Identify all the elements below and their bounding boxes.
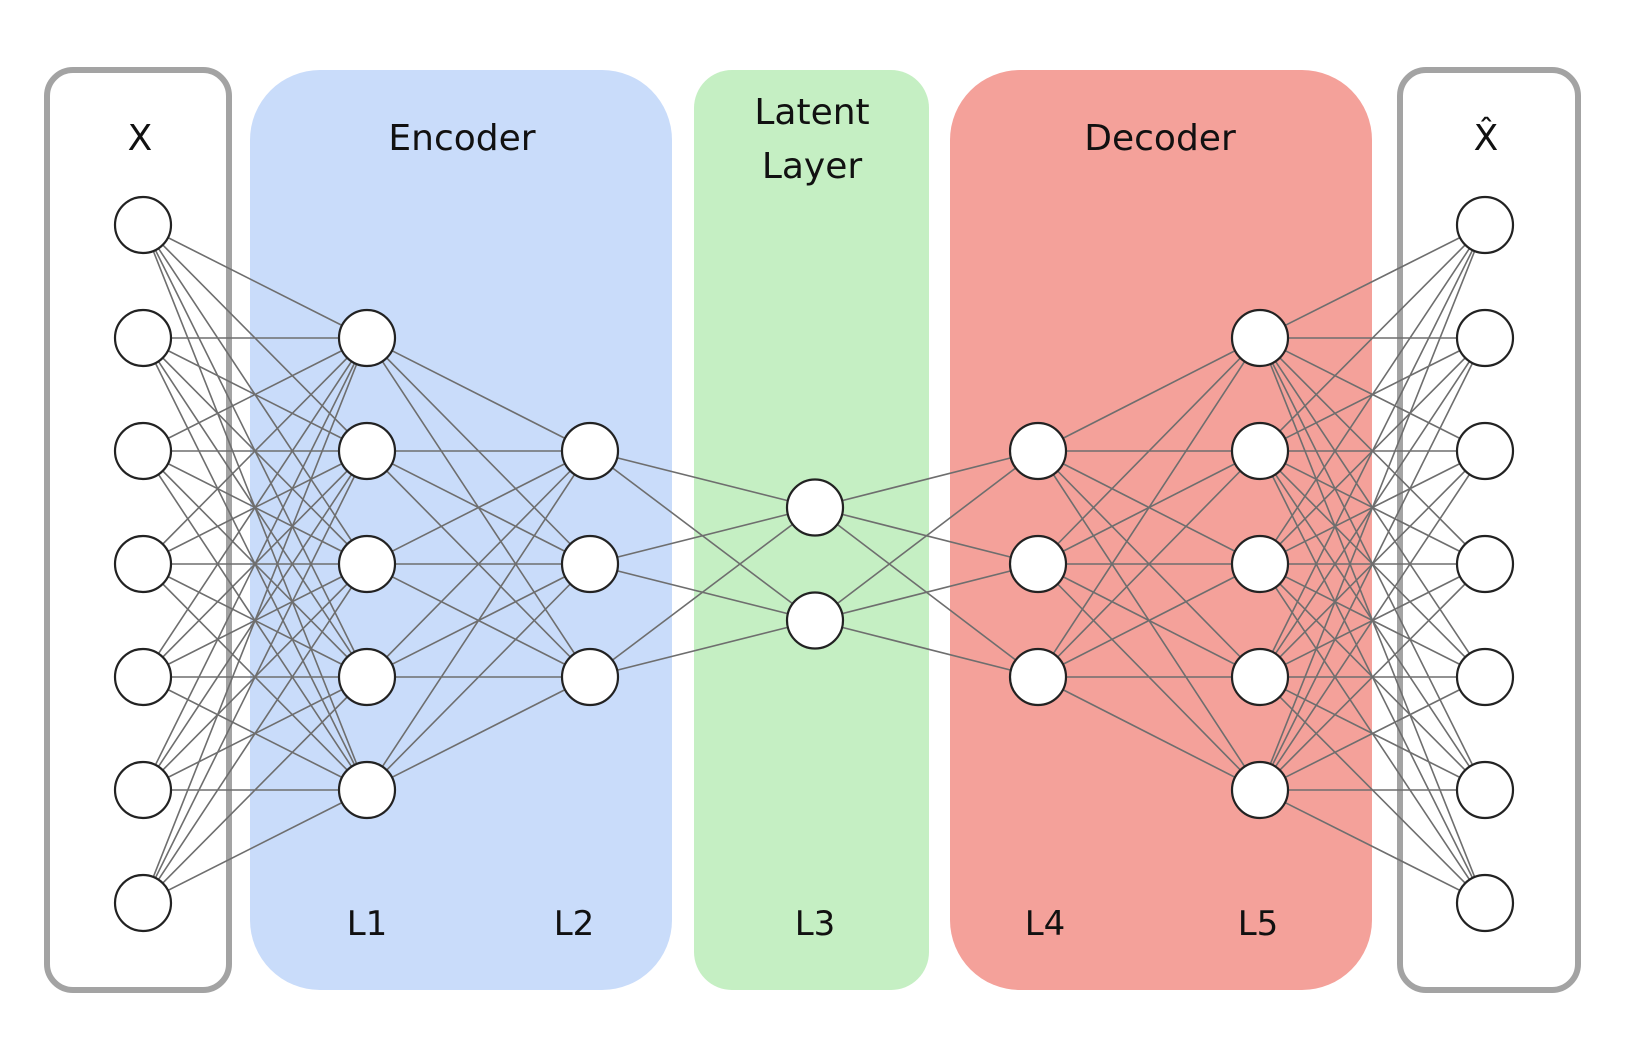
node-output-1: [1455, 195, 1515, 255]
input-label: X: [128, 118, 153, 159]
encoder-panel: [250, 70, 672, 990]
node-output-7: [1455, 873, 1515, 933]
node-L5-3: [1230, 534, 1290, 594]
edge-L1-2-L2-0: [366, 450, 591, 565]
layer-label-l2: L2: [554, 904, 595, 944]
node-L3-2: [785, 591, 845, 650]
node-input-4: [113, 534, 173, 594]
edge-input-6-L1-2: [142, 563, 368, 904]
edge-input-6-L1-1: [142, 450, 368, 904]
node-L2-2: [560, 534, 620, 594]
layer-label-l1: L1: [347, 904, 388, 944]
edge-input-6-L1-0: [142, 337, 368, 904]
node-L1-3: [337, 534, 397, 594]
edge-L4-0-L5-0: [1037, 337, 1261, 452]
decoder-panel: [950, 70, 1372, 990]
node-output-6: [1455, 760, 1515, 820]
edge-L5-4-output-6: [1259, 789, 1486, 904]
layer-label-l4: L4: [1025, 904, 1066, 944]
edge-L5-3-output-0: [1259, 224, 1486, 678]
edge-L4-1-L5-0: [1037, 337, 1261, 565]
edge-L4-2-L5-4: [1037, 676, 1261, 791]
node-L1-2: [337, 421, 397, 481]
layer-label-l3: L3: [795, 904, 836, 944]
output-panel: [1397, 67, 1581, 993]
edge-input-6-L1-3: [142, 676, 368, 904]
node-L5-5: [1230, 760, 1290, 820]
node-L5-4: [1230, 647, 1290, 707]
edge-input-5-L1-0: [142, 337, 368, 791]
node-input-2: [113, 308, 173, 368]
edge-L2-2-L3-1: [589, 619, 816, 678]
edge-L5-1-output-0: [1259, 224, 1486, 452]
edge-L4-2-L5-1: [1037, 450, 1261, 678]
edge-L5-0-output-0: [1259, 224, 1486, 339]
node-input-7: [113, 873, 173, 933]
node-L2-1: [560, 421, 620, 481]
edge-L5-4-output-0: [1259, 224, 1486, 791]
edge-L5-4-output-4: [1259, 676, 1486, 791]
node-L1-5: [337, 760, 397, 820]
node-L4-1: [1008, 421, 1068, 481]
edge-input-2-L1-0: [142, 337, 368, 452]
node-L1-1: [337, 308, 397, 368]
neurons: [113, 195, 1515, 933]
edge-L4-2-L5-2: [1037, 563, 1261, 678]
node-L2-3: [560, 647, 620, 707]
node-output-2: [1455, 308, 1515, 368]
edge-L2-2-L3-0: [589, 506, 816, 678]
edge-input-4-L1-0: [142, 337, 368, 678]
decoder-label: Decoder: [1084, 118, 1236, 159]
edge-L4-2-L5-0: [1037, 337, 1261, 678]
node-L5-2: [1230, 421, 1290, 481]
output-label: X̂: [1474, 116, 1499, 159]
edge-L3-0-L4-0: [814, 450, 1039, 509]
edge-L2-0-L3-0: [589, 450, 816, 509]
node-output-4: [1455, 534, 1515, 594]
node-input-6: [113, 760, 173, 820]
edge-L5-2-output-0: [1259, 224, 1486, 565]
node-L3-1: [785, 478, 845, 537]
edge-L1-4-L2-0: [366, 450, 591, 791]
edge-input-6-L1-4: [142, 789, 368, 904]
input-panel: [44, 67, 232, 993]
edge-L5-4-output-3: [1259, 563, 1486, 791]
node-output-5: [1455, 647, 1515, 707]
edge-L2-1-L3-0: [589, 506, 816, 565]
edge-input-3-L1-0: [142, 337, 368, 565]
edge-L1-4-L2-2: [366, 676, 591, 791]
encoder-label: Encoder: [388, 118, 535, 159]
connections: [142, 224, 1486, 904]
node-input-5: [113, 647, 173, 707]
edge-L5-4-output-2: [1259, 450, 1486, 791]
node-L4-3: [1008, 647, 1068, 707]
edge-L1-4-L2-1: [366, 563, 591, 791]
edge-L3-1-L4-0: [814, 450, 1039, 622]
node-L1-4: [337, 647, 397, 707]
node-input-1: [113, 195, 173, 255]
layer-label-l5: L5: [1238, 904, 1279, 944]
edge-L3-1-L4-1: [814, 563, 1039, 622]
node-input-3: [113, 421, 173, 481]
latent-label-line2: Layer: [762, 146, 863, 187]
edge-input-0-L1-0: [142, 224, 368, 339]
edge-L5-4-output-1: [1259, 337, 1486, 791]
edge-L1-0-L2-0: [366, 337, 591, 452]
node-output-3: [1455, 421, 1515, 481]
edge-L3-1-L4-2: [814, 619, 1039, 678]
node-L4-2: [1008, 534, 1068, 594]
edge-L1-3-L2-0: [366, 450, 591, 678]
latent-label-line1: Latent: [754, 92, 869, 133]
node-L5-1: [1230, 308, 1290, 368]
